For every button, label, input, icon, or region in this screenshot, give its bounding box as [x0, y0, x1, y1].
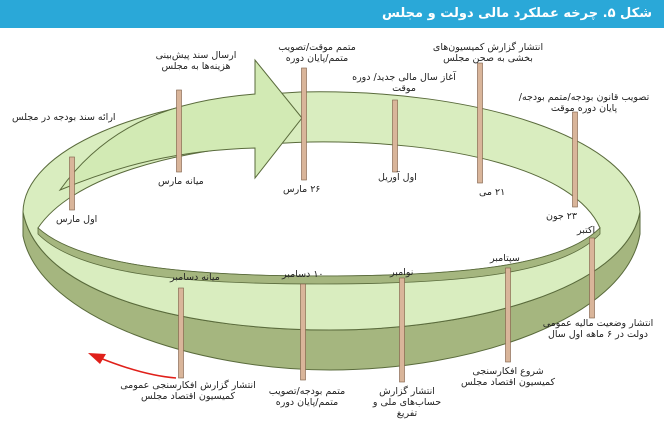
date-march-early: اول مارس	[56, 214, 98, 225]
date-september: سپتامبر	[490, 253, 520, 264]
timeline-tick-april-1	[392, 99, 398, 173]
event-label-march-mid: ارسال سند پیش‌بینی هزینه‌ها به مجلس	[155, 50, 237, 72]
timeline-tick-march-26	[301, 67, 307, 181]
return-arrow	[99, 357, 177, 379]
timeline-tick-october	[589, 237, 595, 319]
ring-inner-wall	[37, 227, 601, 285]
timeline-tick-december-10	[300, 283, 306, 381]
event-label-june-23: تصویب قانون بودجه/متمم بودجه/پایان دوره …	[518, 92, 650, 114]
date-november: نوامبر	[390, 267, 414, 278]
date-december-mid: میانه دسامبر	[170, 272, 220, 283]
timeline-tick-november	[399, 277, 405, 383]
timeline-tick-december-mid	[178, 287, 184, 379]
date-june-23: ۲۳ جون	[546, 211, 577, 222]
event-label-september: شروع افکارسنجی کمیسیون اقتصاد مجلس	[460, 366, 556, 388]
timeline-tick-june-23	[572, 111, 578, 208]
event-label-may-21: انتشار گزارش کمیسیون‌های بخشی به صحن مجل…	[432, 42, 544, 64]
event-label-march-26: متمم موقت/تصویب متمم/پایان دوره	[278, 42, 356, 64]
return-arrowhead	[88, 353, 106, 364]
date-october: اکتبر	[577, 225, 596, 236]
timeline-tick-september	[505, 267, 511, 363]
timeline-tick-march-early	[69, 156, 75, 211]
date-april-1: اول آوریل	[378, 172, 417, 183]
timeline-tick-may-21	[477, 62, 483, 184]
event-label-march-early: ارائه سند بودجه در مجلس	[12, 112, 116, 123]
event-label-december-10: متمم بودجه/تصویب متمم/پایان دوره	[268, 386, 346, 408]
date-march-26: ۲۶ مارس	[283, 184, 321, 195]
date-may-21: ۲۱ می	[479, 187, 506, 198]
timeline-tick-march-mid	[176, 89, 182, 173]
event-label-october: انتشار وضعیت مالیه عمومی دولت در ۶ ماهه …	[542, 318, 654, 340]
event-label-november: انتشار گزارش حساب‌های ملی و تفریغ	[372, 386, 442, 419]
event-label-april-1: آغاز سال مالی جدید/ دوره موقت	[352, 72, 456, 94]
date-march-mid: میانه مارس	[158, 176, 204, 187]
event-label-december-mid: انتشار گزارش افکارسنجی عمومی کمیسیون اقت…	[120, 380, 256, 402]
date-december-10: ۱۰ دسامبر	[282, 269, 324, 280]
figure-title: شکل ۵. چرخه عملکرد مالی دولت و مجلس	[0, 0, 664, 28]
